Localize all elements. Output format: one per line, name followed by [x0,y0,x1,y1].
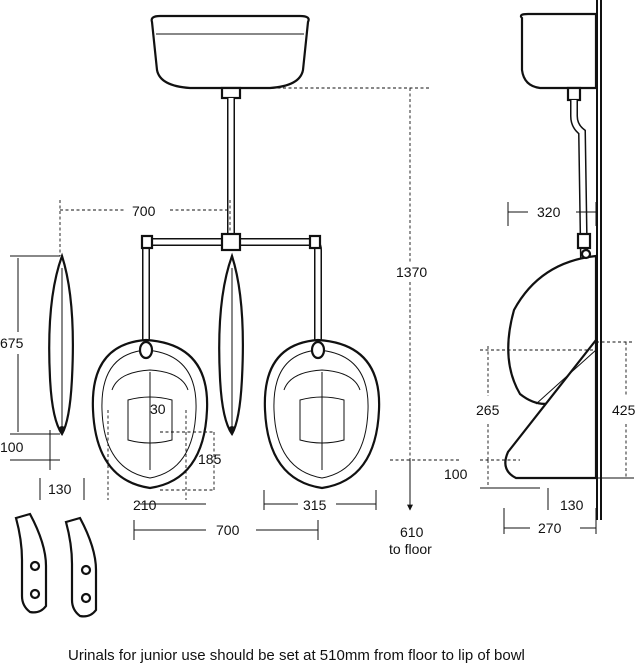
dim-waste-spacing: 210 [133,497,157,513]
wall-bracket-left [14,512,48,614]
dim-side-base: 100 [444,466,468,482]
dim-inlet-offset: 30 [150,401,166,417]
side-cistern [519,12,598,102]
dim-flush-pipe-height: 1370 [396,264,427,280]
footnote: Urinals for junior use should be set at … [68,647,525,664]
side-urinal-bowl [504,248,598,480]
dim-side-depth: 270 [538,520,562,536]
dim-slab-bottom: 100 [0,439,24,455]
side-flush-pipe [570,100,592,261]
side-dimension-lines [480,202,634,534]
dim-side-overall-height: 425 [612,402,636,418]
dim-bowl-width: 315 [303,497,327,513]
front-divider-slab-left [48,252,74,437]
side-wall [596,0,602,520]
dim-floor-height-unit: to floor [389,541,432,557]
dim-bowl-spacing: 700 [216,522,240,538]
flush-pipework [140,98,322,340]
dim-side-bracket: 130 [560,497,584,513]
front-dimension-lines [10,87,460,540]
dim-side-bowl-depth: 265 [476,402,500,418]
front-bowl-right [263,338,381,490]
dim-slab-width: 130 [48,481,72,497]
front-divider-slab-centre [218,252,244,437]
dim-floor-height-value: 610 [400,524,424,540]
front-cistern [150,14,310,100]
wall-bracket-right [64,516,98,618]
dim-slab-height: 675 [0,335,24,351]
dim-front-cistern-spacing: 700 [132,203,156,219]
dim-side-projection: 320 [537,204,561,220]
front-bowl-left [91,338,209,490]
dim-waste-height: 185 [198,451,222,467]
